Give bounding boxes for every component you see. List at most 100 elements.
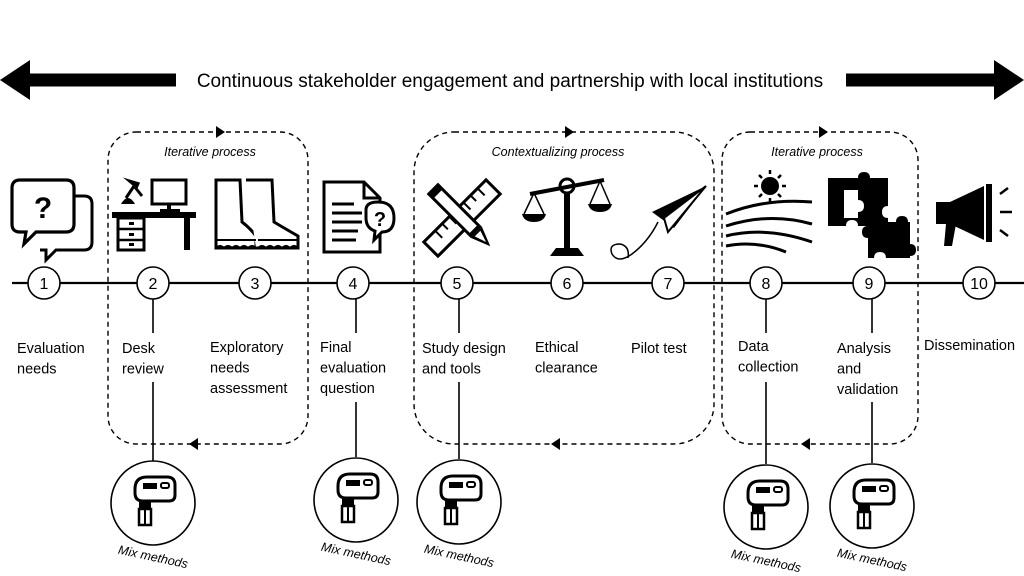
step-label: Study design and tools	[422, 341, 506, 378]
step-label-line: Analysis	[837, 341, 891, 357]
step-circle	[27, 266, 61, 300]
mix-circle	[313, 457, 399, 543]
step-number: 9	[865, 276, 874, 293]
mix-circle	[723, 464, 809, 550]
step-circle	[336, 266, 370, 300]
step-label-line: and tools	[422, 362, 481, 378]
step-number: 1	[40, 276, 49, 293]
step-label-line: clearance	[535, 361, 598, 377]
step-label: Exploratory needs assessment	[210, 340, 287, 397]
step-label-line: Study design	[422, 341, 506, 357]
step-label: Analysis and validation	[837, 341, 898, 398]
step-label-line: question	[320, 381, 375, 397]
step-circle	[440, 266, 474, 300]
puzzle-icon	[828, 172, 916, 258]
step-circle	[550, 266, 584, 300]
step-circle	[749, 266, 783, 300]
engagement-banner: Continuous stakeholder engagement and pa…	[0, 60, 1024, 100]
pencil-ruler-icon	[421, 177, 503, 259]
step-label-line: Evaluation	[17, 341, 85, 357]
step-label: Ethical clearance	[535, 340, 598, 377]
step-label-line: Data	[738, 339, 770, 355]
group-title: Contextualizing process	[492, 145, 625, 159]
step-label-line: collection	[738, 360, 798, 376]
svg-text:?: ?	[34, 192, 52, 225]
megaphone-icon	[936, 184, 1012, 246]
step-label: Evaluation needs	[17, 341, 85, 378]
step-number: 2	[149, 276, 158, 293]
step-label-line: Dissemination	[924, 338, 1015, 354]
group-contextualizing: Contextualizing process	[413, 126, 715, 450]
step-label-line: Pilot test	[631, 341, 687, 357]
step-number: 3	[251, 276, 260, 293]
mix-methods-1: Mix methods	[110, 460, 196, 571]
mix-methods-3: Mix methods	[416, 459, 502, 570]
mix-methods-label: Mix methods	[423, 542, 495, 570]
paper-plane-icon	[610, 185, 707, 260]
mix-connectors	[152, 299, 873, 464]
group-title: Iterative process	[771, 145, 863, 159]
mix-methods-5: Mix methods	[829, 463, 915, 574]
mix-circle	[829, 463, 915, 549]
mix-methods-label: Mix methods	[836, 546, 908, 574]
step-number: 10	[970, 276, 988, 293]
hand-mixer-icon	[336, 472, 380, 524]
step-circle	[852, 266, 886, 300]
step-number: 6	[563, 276, 572, 293]
mix-methods-label: Mix methods	[117, 543, 189, 571]
scales-icon	[522, 177, 612, 256]
step-label-line: Exploratory	[210, 340, 284, 356]
mix-circle	[110, 460, 196, 546]
mix-circle	[416, 459, 502, 545]
mix-methods-layer: Mix methods Mix methods Mix methods Mix met…	[110, 457, 915, 575]
step-label-line: Final	[320, 340, 351, 356]
desk-computer-icon	[112, 177, 196, 252]
boots-icon	[214, 178, 300, 250]
step-circle	[136, 266, 170, 300]
step-label-line: needs	[17, 362, 57, 378]
sun-field-icon	[725, 170, 813, 254]
mix-methods-label: Mix methods	[320, 540, 392, 568]
step-number: 7	[664, 276, 673, 293]
step-circle	[238, 266, 272, 300]
mix-methods-2: Mix methods	[313, 457, 399, 568]
mix-methods-label: Mix methods	[730, 547, 802, 575]
step-label: Data collection	[738, 339, 798, 376]
group-title: Iterative process	[164, 145, 256, 159]
step-number: 8	[762, 276, 771, 293]
group-iterative-2: Iterative process	[721, 126, 919, 450]
step-label-line: review	[122, 362, 164, 378]
hand-mixer-icon	[439, 474, 483, 526]
hand-mixer-icon	[133, 475, 177, 527]
mix-methods-4: Mix methods	[723, 464, 809, 575]
step-circle	[962, 266, 996, 300]
speech-bubbles-question-icon: ?	[10, 178, 94, 264]
step-label-line: needs	[210, 361, 250, 377]
step-number: 4	[349, 276, 358, 293]
step-label-line: evaluation	[320, 361, 386, 377]
svg-text:?: ?	[374, 209, 386, 231]
step-label: Final evaluation question	[320, 340, 386, 397]
step-label-line: Ethical	[535, 340, 579, 356]
step-number: 5	[453, 276, 462, 293]
step-label-line: assessment	[210, 381, 287, 397]
step-label: Pilot test	[631, 341, 687, 357]
group-iterative-1: Iterative process	[107, 126, 309, 450]
hand-mixer-icon	[746, 479, 790, 531]
hand-mixer-icon	[852, 478, 896, 530]
step-label-line: validation	[837, 382, 898, 398]
step-label: Dissemination	[924, 338, 1015, 354]
banner-text: Continuous stakeholder engagement and pa…	[197, 71, 823, 92]
step-label-line: and	[837, 362, 861, 378]
